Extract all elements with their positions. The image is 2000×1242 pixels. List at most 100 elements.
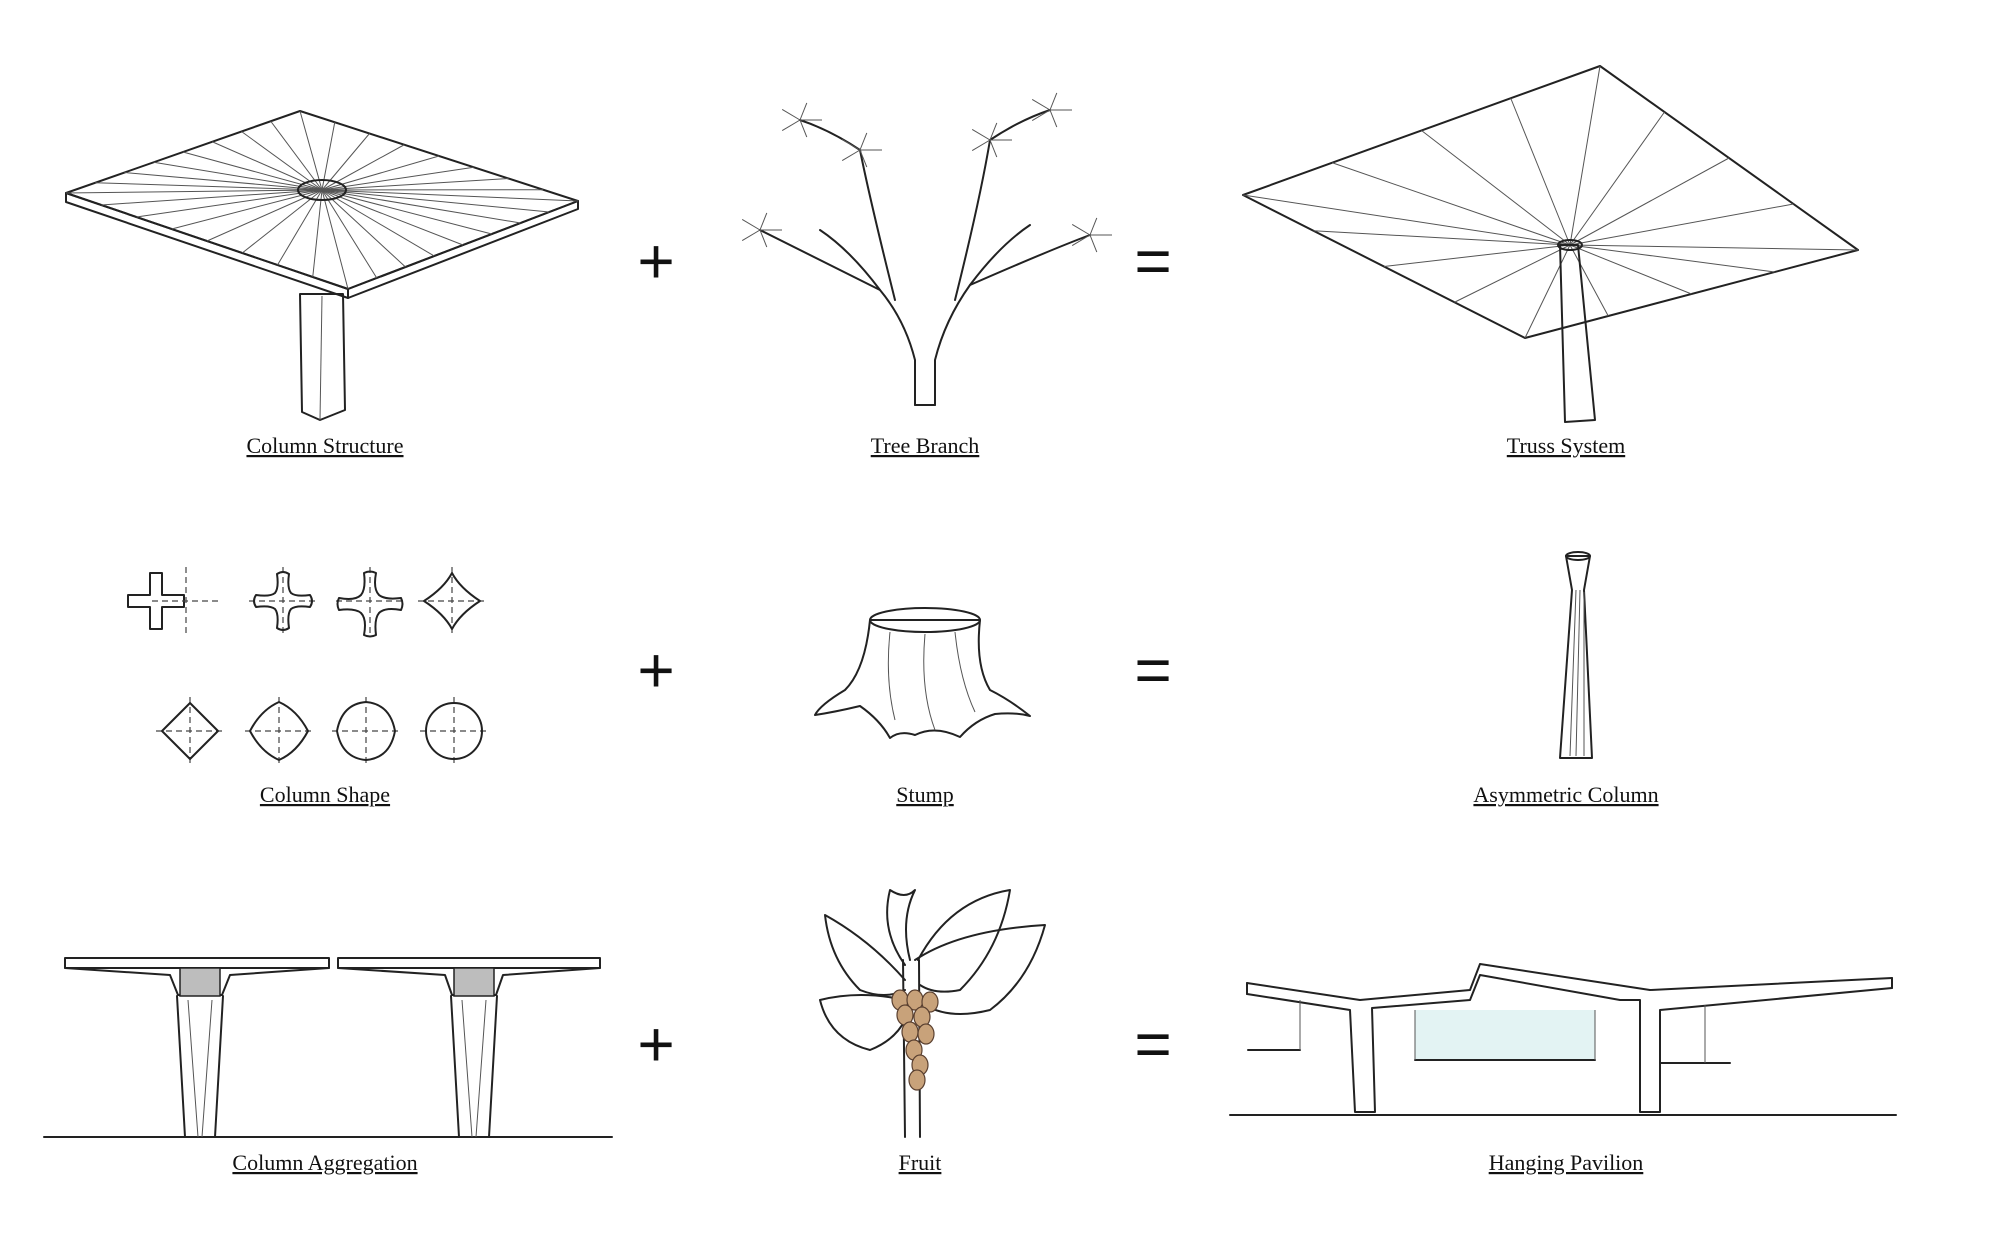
tree-twig (859, 132, 868, 151)
roof-rib (206, 189, 323, 242)
equals-operator-2: = (1134, 634, 1171, 706)
roof-rib (241, 131, 323, 191)
tree-twig (1031, 98, 1051, 111)
shape-cross-4 (423, 572, 481, 630)
roof-rib (321, 189, 464, 246)
tree-twig (781, 119, 801, 132)
tree-twig (1049, 92, 1058, 111)
shape-round-1 (161, 702, 219, 760)
roof-rib (321, 155, 440, 191)
roof-rib (270, 120, 323, 191)
plus-operator-1: + (637, 225, 674, 297)
truss-member (1510, 98, 1571, 246)
truss-member (1421, 130, 1571, 246)
tree-twig (859, 149, 868, 168)
tree-twig (989, 122, 998, 141)
banana (901, 1021, 919, 1043)
truss-member (1313, 230, 1571, 246)
equals-operator-1: = (1134, 225, 1171, 297)
roof-rib (182, 151, 323, 191)
roof-rib (171, 189, 323, 230)
column-structure-illustration (65, 110, 579, 421)
roof-rib (321, 189, 521, 224)
roof-rib (212, 141, 323, 191)
truss-member (1569, 157, 1730, 246)
label-hanging-pavilion: Hanging Pavilion (1489, 1150, 1644, 1175)
roof-rib (321, 189, 579, 202)
truss-member (1569, 203, 1794, 246)
tree-twig (799, 102, 808, 121)
truss-member (1569, 244, 1692, 295)
tree-twig (759, 212, 768, 231)
banana (921, 991, 939, 1013)
hanging-pavilion-illustration (1229, 963, 1897, 1116)
roof-rib (321, 166, 474, 191)
shape-cross-3 (336, 570, 404, 638)
tree-twig (1049, 109, 1058, 128)
roof-rib (299, 110, 323, 191)
tree-twig (1071, 234, 1091, 247)
label-fruit: Fruit (899, 1150, 942, 1175)
roof-rib (312, 189, 323, 278)
tree-twig (1071, 223, 1091, 236)
label-asymmetric-column: Asymmetric Column (1473, 782, 1658, 807)
tree-twig (799, 119, 808, 138)
roof-rib (241, 189, 323, 254)
roof-rib (321, 122, 336, 191)
roof-rib (321, 178, 509, 191)
roof-rib (136, 189, 323, 218)
label-column-structure: Column Structure (246, 433, 403, 458)
tree-twig (1089, 217, 1098, 236)
truss-member (1569, 65, 1601, 246)
roof-rib (101, 189, 323, 206)
truss-member (1569, 244, 1775, 273)
plus-operator-3: + (637, 1008, 674, 1080)
label-tree-branch: Tree Branch (871, 433, 980, 458)
roof-rib (277, 189, 323, 266)
roof-rib (153, 161, 323, 191)
roof-rib (321, 189, 550, 213)
canopy-left (64, 957, 330, 1138)
shape-circle (425, 702, 483, 760)
roof-rib (321, 189, 349, 290)
tree-twig (971, 139, 991, 152)
fruit-illustration (819, 889, 1046, 1138)
shape-cross-1 (127, 572, 185, 630)
shape-round-2 (249, 701, 309, 761)
label-column-shape: Column Shape (260, 782, 390, 807)
column-aggregation-illustration (43, 957, 613, 1138)
label-column-aggregation: Column Aggregation (232, 1150, 417, 1175)
banana (908, 1069, 926, 1091)
shape-cross-2 (253, 571, 313, 631)
plus-operator-2: + (637, 634, 674, 706)
roof-rib (321, 189, 406, 268)
tree-twig (741, 229, 761, 242)
truss-member (1242, 194, 1571, 246)
tree-twig (781, 108, 801, 121)
canopy-right (337, 957, 601, 1138)
tree-twig (1089, 234, 1098, 253)
shape-round-3 (336, 701, 396, 761)
truss-member (1524, 244, 1571, 339)
banana (917, 1023, 935, 1045)
roof-rib (95, 182, 323, 191)
tree-twig (759, 229, 768, 248)
label-stump: Stump (896, 782, 953, 807)
truss-member (1569, 244, 1859, 251)
roof-rib (321, 189, 378, 279)
tree-twig (971, 128, 991, 141)
tree-twig (741, 218, 761, 231)
stump-illustration (814, 607, 1031, 739)
roof-rib (321, 189, 492, 235)
roof-rib (321, 144, 405, 191)
truss-member (1569, 244, 1609, 317)
column-shape-illustration (127, 567, 488, 765)
label-truss-system: Truss System (1507, 433, 1625, 458)
tree-twig (841, 138, 861, 151)
truss-member (1332, 162, 1571, 246)
truss-member (1569, 111, 1665, 246)
truss-member (1454, 244, 1571, 303)
truss-system-illustration (1242, 65, 1859, 423)
roof-rib (65, 189, 323, 194)
